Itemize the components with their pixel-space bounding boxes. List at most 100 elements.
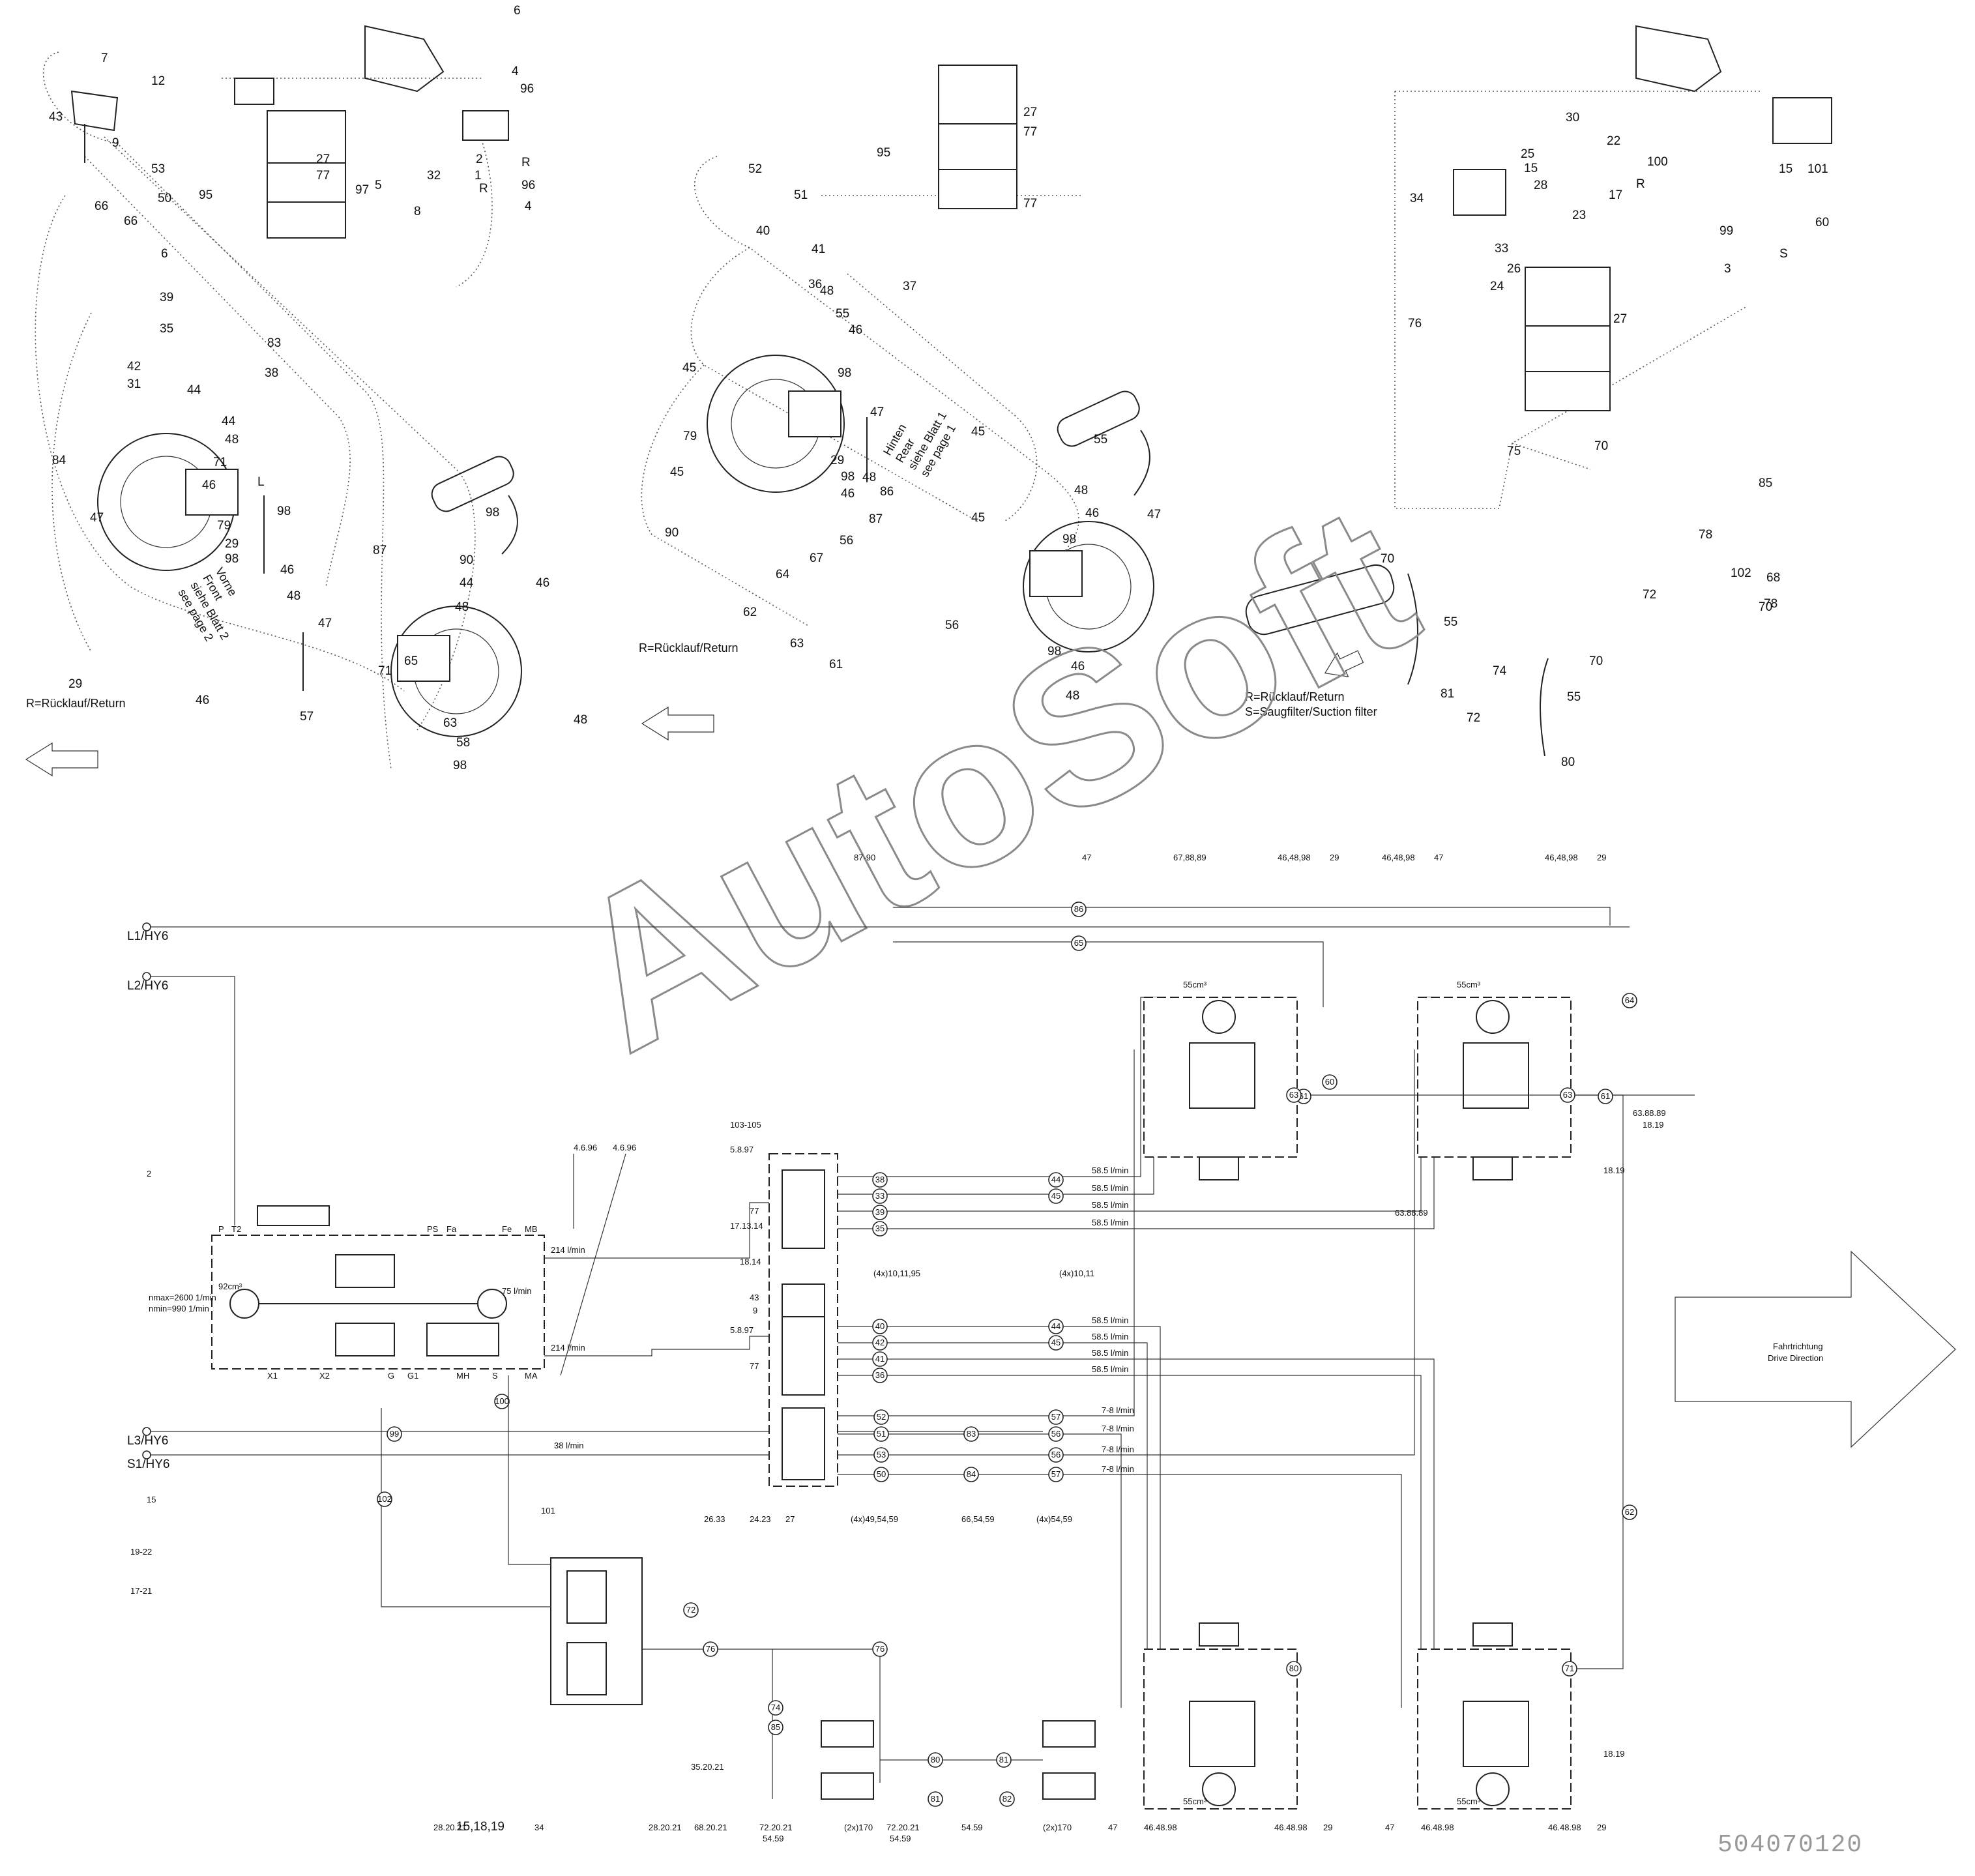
bottom-ref-8: 54.59 bbox=[763, 1834, 784, 1843]
legend-right-r: R=Rücklauf/Return bbox=[1245, 690, 1345, 703]
id-label-41: 63 bbox=[1289, 1090, 1298, 1100]
callout-left-31: 44 bbox=[187, 383, 201, 397]
id-label-18: 44 bbox=[1051, 1321, 1061, 1331]
callout-middle-24: 56 bbox=[840, 534, 853, 548]
pump-nmin: nmin=990 1/min bbox=[149, 1304, 209, 1313]
id-label-27: 64 bbox=[1625, 995, 1634, 1005]
callout-middle-8: 36 bbox=[808, 278, 822, 291]
id-circle-36 bbox=[928, 1752, 943, 1768]
callout-right-34: 72 bbox=[1467, 711, 1480, 725]
motor-disp-1: 55cm³ bbox=[1183, 980, 1207, 989]
drive-direction-de: Fahrtrichtung bbox=[1773, 1341, 1823, 1351]
id-label-19: 45 bbox=[1051, 1338, 1061, 1347]
callout-right-20: 70 bbox=[1594, 439, 1608, 453]
callout-left-37: 47 bbox=[90, 511, 104, 525]
callout-middle-18: 29 bbox=[830, 454, 844, 467]
callout-left-26: 83 bbox=[267, 336, 281, 350]
callout-right-15: 26 bbox=[1507, 262, 1521, 276]
id-label-5: 35 bbox=[875, 1224, 885, 1233]
ref-47-top: 47 bbox=[1082, 853, 1091, 862]
bottom-ref-14: 47 bbox=[1108, 1823, 1117, 1832]
callout-middle-22: 87 bbox=[869, 512, 883, 526]
id-label-6: 40 bbox=[875, 1321, 885, 1331]
ref-46-48-98-a: 46,48,98 bbox=[1278, 853, 1311, 862]
port-ma: MA bbox=[525, 1371, 538, 1381]
port-p: P bbox=[218, 1224, 224, 1234]
ref-46-48-98-c: 46,48,98 bbox=[1545, 853, 1578, 862]
id-circle-14 bbox=[963, 1426, 979, 1442]
callout-right-32: 70 bbox=[1589, 654, 1603, 668]
right-ref-4: 63.88.89 bbox=[1395, 1208, 1428, 1218]
brake-flow-4: 7-8 l/min bbox=[1102, 1464, 1134, 1474]
ref-2423: 24.23 bbox=[750, 1514, 771, 1524]
id-circle-11 bbox=[873, 1426, 889, 1442]
ref-47-b: 47 bbox=[1434, 853, 1443, 862]
id-label-7: 42 bbox=[875, 1338, 885, 1347]
callout-left-27: 38 bbox=[265, 366, 278, 380]
id-circle-19 bbox=[1048, 1335, 1064, 1351]
ref-171314: 17.13.14 bbox=[730, 1221, 763, 1231]
id-circle-28 bbox=[1322, 1074, 1338, 1090]
legend-right-s: S=Saugfilter/Suction filter bbox=[1245, 705, 1377, 718]
callout-middle-19: 98 bbox=[841, 470, 855, 484]
id-label-2: 38 bbox=[875, 1175, 885, 1184]
callout-left-32: 44 bbox=[222, 415, 236, 428]
bottom-ref-13: (2x)170 bbox=[1043, 1823, 1072, 1832]
callout-right-21: 85 bbox=[1759, 476, 1772, 490]
group-ref-1: (4x)10,11,95 bbox=[873, 1268, 920, 1278]
line-s1: S1/HY6 bbox=[127, 1458, 169, 1471]
id-circle-9 bbox=[872, 1368, 888, 1383]
ref-2: 2 bbox=[147, 1169, 151, 1179]
port-x1: X1 bbox=[267, 1371, 278, 1381]
bottom-ref-21: 29 bbox=[1597, 1823, 1606, 1832]
callout-left-12: 66 bbox=[95, 199, 108, 213]
callout-right-19: 75 bbox=[1507, 445, 1521, 458]
callout-right-1: 22 bbox=[1607, 134, 1620, 148]
id-label-40: 80 bbox=[1289, 1663, 1298, 1673]
id-label-10: 52 bbox=[877, 1412, 886, 1422]
callout-right-12: 99 bbox=[1719, 224, 1733, 238]
callout-left-52: 57 bbox=[300, 710, 314, 724]
port-ps: PS bbox=[427, 1224, 439, 1234]
schematic-circle-ids: 8665383339354042413652515350838444454445… bbox=[377, 901, 1637, 1807]
callout-left-53: 29 bbox=[68, 677, 82, 691]
id-circle-33 bbox=[872, 1641, 888, 1657]
callout-middle-35: 55 bbox=[1094, 433, 1107, 447]
callout-right-6: 28 bbox=[1534, 179, 1547, 192]
callout-left-22: 4 bbox=[525, 199, 532, 213]
callout-left-42: 48 bbox=[287, 589, 300, 603]
id-circle-29 bbox=[387, 1426, 402, 1442]
line-l3: L3/HY6 bbox=[127, 1434, 168, 1448]
callout-right-31: 74 bbox=[1493, 664, 1507, 678]
id-label-33: 76 bbox=[875, 1644, 885, 1654]
id-circle-4 bbox=[872, 1205, 888, 1220]
id-circle-6 bbox=[872, 1319, 888, 1334]
schematic-labels: L1/HY6 L2/HY6 L3/HY6 S1/HY6 87-90 47 67,… bbox=[127, 853, 1823, 1843]
callout-left-0: 7 bbox=[101, 51, 108, 65]
callout-middle-30: 61 bbox=[829, 658, 843, 671]
id-circle-23 bbox=[1048, 1467, 1064, 1482]
callout-middle-7: 41 bbox=[812, 242, 825, 256]
callout-left-13: 66 bbox=[124, 214, 138, 228]
pump-disp2: 75 l/min bbox=[502, 1286, 532, 1296]
bottom-ref-1: 28.20.21 bbox=[433, 1823, 467, 1832]
id-circle-22 bbox=[1048, 1447, 1064, 1463]
id-label-15: 84 bbox=[967, 1469, 976, 1479]
legend-middle: R=Rücklauf/Return bbox=[639, 641, 739, 654]
callout-left-15: 95 bbox=[199, 188, 212, 202]
motor-disp-4: 55cm³ bbox=[1457, 1796, 1481, 1806]
callout-left-2: 43 bbox=[49, 110, 63, 124]
callout-right-9: 15 bbox=[1779, 162, 1792, 176]
callout-left-6: 96 bbox=[520, 82, 534, 96]
id-label-0: 86 bbox=[1074, 904, 1083, 914]
callout-middle-28: 62 bbox=[743, 606, 757, 619]
bottom-ref-11: 54.59 bbox=[890, 1834, 911, 1843]
callout-middle-41: 45 bbox=[971, 511, 985, 525]
ref-27: 27 bbox=[785, 1514, 795, 1524]
flow-1: 58.5 l/min bbox=[1092, 1165, 1128, 1175]
id-label-34: 74 bbox=[771, 1703, 780, 1712]
id-label-11: 51 bbox=[877, 1429, 886, 1439]
port-x2: X2 bbox=[319, 1371, 330, 1381]
